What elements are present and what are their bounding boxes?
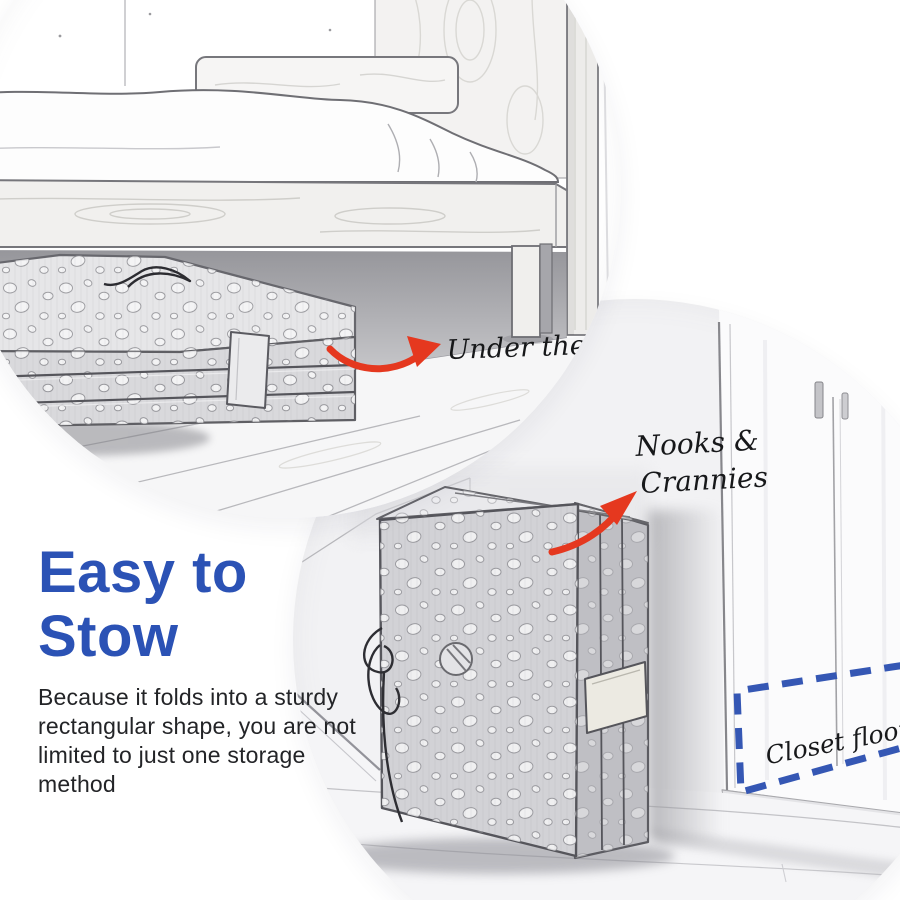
door-handle-right <box>841 392 849 420</box>
under-bed-scene-circle: Under the bed <box>0 0 621 518</box>
door-divider <box>832 396 838 767</box>
baseboard-line <box>293 691 381 771</box>
stack-strap <box>226 331 270 409</box>
nooks-arrow <box>548 491 637 556</box>
mattress-valve-hatch <box>446 644 471 672</box>
gap-shadow <box>648 510 722 842</box>
copy-block: Easy to Stow Because it folds into a stu… <box>38 541 398 798</box>
wardrobe-left-edge-inner <box>729 323 736 789</box>
wardrobe-left-edge <box>717 321 729 791</box>
door-streak <box>763 339 769 781</box>
drawstring-cord <box>362 626 404 823</box>
folded-mattress-upright <box>325 486 675 874</box>
door-streak <box>881 351 887 801</box>
arrow-head <box>407 336 441 367</box>
layer-seam <box>0 363 356 378</box>
mattress-creases <box>387 123 478 183</box>
description-text: Because it folds into a sturdy rectangul… <box>38 683 356 797</box>
rail-grain <box>0 197 541 234</box>
title-line-1: Easy to <box>38 540 248 605</box>
baseboard-line-inner <box>293 704 377 782</box>
bed-leg <box>503 243 553 344</box>
headboard-grain <box>214 73 446 88</box>
stack-drawstring <box>103 266 192 288</box>
arrow-curve <box>326 345 424 373</box>
arrow-head <box>600 491 637 525</box>
door-divider-inner <box>839 398 844 765</box>
closet-floor-dashed-zone <box>733 662 900 797</box>
wall-right-seam <box>603 29 609 301</box>
mattress-strap <box>584 661 648 734</box>
under-bed-arrow <box>326 336 441 373</box>
title-line-2: Stow <box>38 603 179 669</box>
bed-post <box>566 0 599 336</box>
bed-mattress <box>0 89 560 183</box>
door-handle-left <box>814 381 824 419</box>
nooks-label-line2: Crannies <box>640 460 769 500</box>
folded-mattress-stack <box>0 253 357 456</box>
nooks-label-line1: Nooks & <box>634 424 760 463</box>
page-title: Easy to Stow <box>38 541 398 669</box>
bed-rail <box>0 179 569 248</box>
